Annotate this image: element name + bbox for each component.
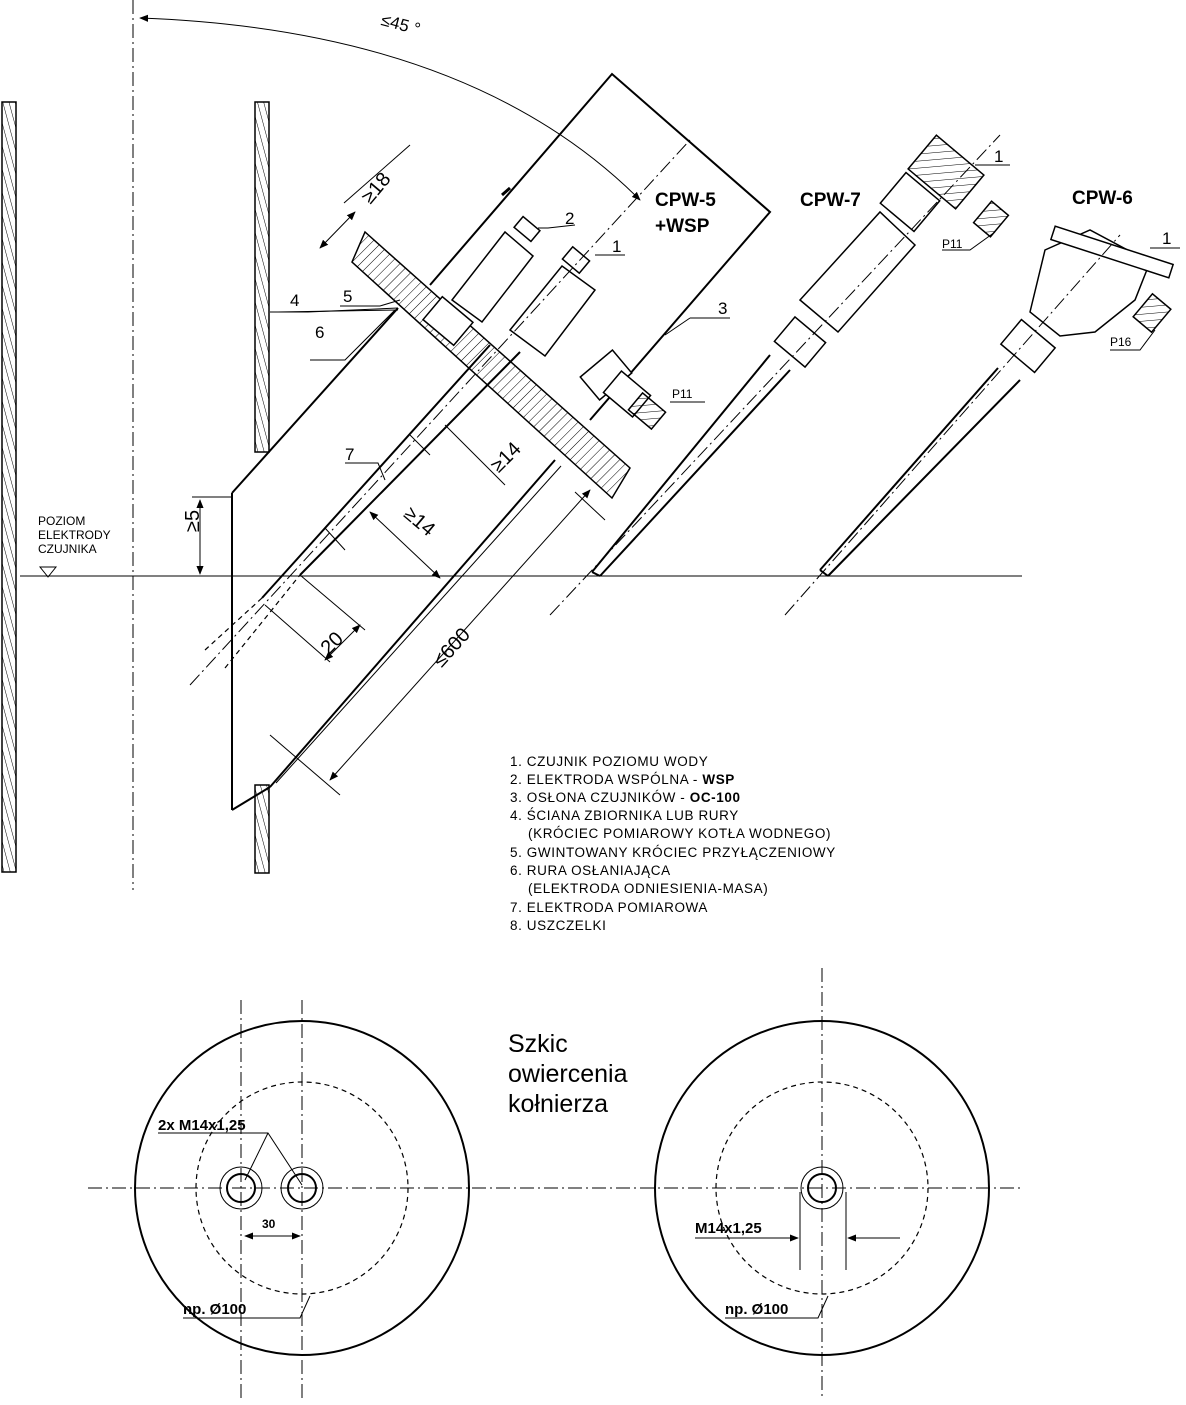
- diameter-label-right: np. Ø100: [725, 1301, 788, 1318]
- dim-600: ≤600: [429, 624, 475, 672]
- angle-label: ≤45 °: [379, 10, 422, 39]
- sketch-title: Szkic owiercenia kołnierza: [508, 1030, 634, 1118]
- left-outer-wall: [1, 101, 17, 873]
- part-number-2: 2: [565, 209, 574, 228]
- cpw6-sensor: [784, 225, 1175, 616]
- legend-item-8: 8. USZCZELKI: [510, 918, 606, 933]
- p11-label-a: P11: [672, 387, 693, 401]
- left-flange: [134, 1000, 470, 1400]
- dim-14a: ≥14: [487, 438, 526, 477]
- legend-item-7: 7. ELEKTRODA POMIAROWA: [510, 900, 708, 915]
- legend: 1. CZUJNIK POZIOMU WODY 2. ELEKTRODA WSP…: [510, 754, 836, 933]
- cpw7-title: CPW-7: [800, 190, 861, 211]
- part-number-6: 6: [315, 323, 324, 342]
- cpw5-subtitle: +WSP: [655, 216, 710, 237]
- part-number-1a: 1: [612, 237, 621, 256]
- level-label: POZIOM ELEKTRODY CZUJNIKA: [38, 514, 114, 556]
- dimension-lines: [192, 144, 606, 796]
- legend-item-2: 2. ELEKTRODA WSPÓLNA - WSP: [510, 772, 735, 787]
- dim-14b: ≥14: [399, 503, 439, 541]
- part-number-4: 4: [290, 291, 299, 310]
- part-number-1b: 1: [994, 147, 1003, 166]
- legend-item-6: 6. RURA OSŁANIAJĄCA: [510, 863, 671, 878]
- part-number-5: 5: [343, 287, 352, 306]
- part-number-1c: 1: [1162, 229, 1171, 248]
- thread-label-double: 2x M14x1,25: [158, 1117, 246, 1134]
- cpw7-sensor: [549, 134, 1010, 616]
- diameter-label-left: np. Ø100: [183, 1301, 246, 1318]
- p11-label-b: P11: [942, 237, 963, 251]
- part-number-3: 3: [718, 299, 727, 318]
- right-flange: [654, 968, 990, 1400]
- legend-item-4: 4. ŚCIANA ZBIORNIKA LUB RURY: [510, 808, 739, 823]
- p16-label: P16: [1110, 335, 1132, 349]
- legend-item-5: 5. GWINTOWANY KRÓCIEC PRZYŁĄCZENIOWY: [510, 845, 836, 860]
- dim-18: ≥18: [357, 168, 395, 208]
- level-triangle: [38, 566, 58, 578]
- angle-arc: [139, 14, 641, 201]
- cpw5-assembly: [189, 72, 772, 811]
- dim-30: 30: [262, 1217, 276, 1231]
- part-number-7: 7: [345, 445, 354, 464]
- legend-item-4b: (KRÓCIEC POMIAROWY KOTŁA WODNEGO): [528, 826, 831, 841]
- leader-lines: [270, 164, 1180, 481]
- cpw5-title: CPW-5: [655, 190, 716, 211]
- tank-wall: [254, 101, 270, 874]
- legend-item-6b: (ELEKTRODA ODNIESIENIA-MASA): [528, 881, 768, 896]
- legend-item-3: 3. OSŁONA CZUJNIKÓW - OC-100: [510, 790, 741, 805]
- legend-item-1: 1. CZUJNIK POZIOMU WODY: [510, 754, 708, 769]
- dim-5: ≥5: [182, 510, 204, 532]
- cpw6-title: CPW-6: [1072, 188, 1133, 209]
- thread-label-single: M14x1,25: [695, 1220, 762, 1237]
